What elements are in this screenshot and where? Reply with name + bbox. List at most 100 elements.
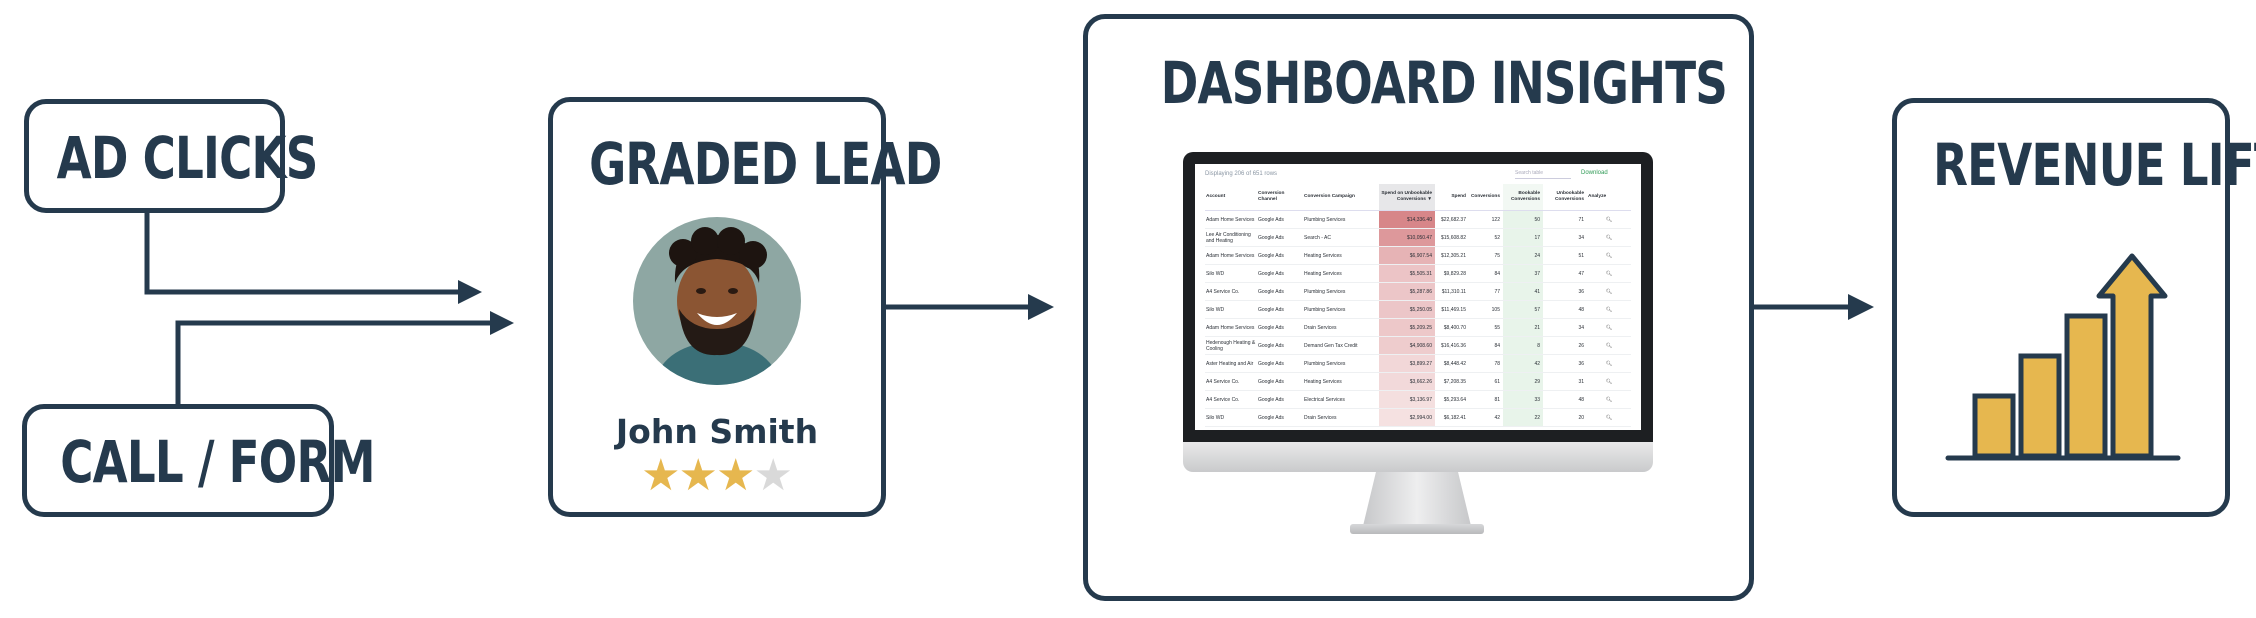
dashboard-insights-title: DASHBOARD INSIGHTS <box>1160 49 1728 117</box>
table-cell: Hedenough Heating & Cooling <box>1205 336 1257 355</box>
table-cell: Google Ads <box>1257 318 1303 337</box>
table-header-cell[interactable]: Spend on Unbookable Conversions ▼ <box>1379 184 1435 211</box>
table-cell: $6,182.41 <box>1435 408 1469 427</box>
arrowhead <box>458 280 482 304</box>
analyze-icon[interactable]: 🔍︎ <box>1587 300 1631 319</box>
table-cell: 41 <box>1503 282 1543 301</box>
table-cell: 8 <box>1503 336 1543 355</box>
table-cell: Google Ads <box>1257 282 1303 301</box>
table-cell: Plumbing Services <box>1303 354 1379 373</box>
graded-lead-node: GRADED LEAD John Smith ★★★★ <box>548 97 942 517</box>
table-cell: 75 <box>1469 246 1503 265</box>
table-cell: Heating Services <box>1303 264 1379 283</box>
analyze-icon[interactable]: 🔍︎ <box>1587 210 1631 229</box>
table-cell: 78 <box>1469 354 1503 373</box>
download-button[interactable]: Download <box>1581 170 1608 176</box>
table-cell: $5,287.86 <box>1379 282 1435 301</box>
table-cell: $5,209.25 <box>1379 318 1435 337</box>
table-cell: Silo WD <box>1205 264 1257 283</box>
table-cell: $3,899.27 <box>1379 354 1435 373</box>
revenue-bar <box>2064 313 2108 459</box>
table-cell: 42 <box>1469 408 1503 427</box>
call-form-label: CALL / FORM <box>60 428 375 496</box>
table-cell: 31 <box>1543 372 1587 391</box>
revenue-chart-icon <box>1945 253 2181 461</box>
table-cell: $7,208.35 <box>1435 372 1469 391</box>
table-cell: 48 <box>1543 300 1587 319</box>
table-cell: Search - AC <box>1303 228 1379 247</box>
table-cell: Drain Services <box>1303 408 1379 427</box>
table-cell: 26 <box>1543 336 1587 355</box>
table-cell: $8,448.42 <box>1435 354 1469 373</box>
table-cell: Electrical Services <box>1303 390 1379 409</box>
search-input[interactable]: Search table <box>1515 169 1571 179</box>
star-empty-icon: ★ <box>753 451 793 500</box>
table-cell: 105 <box>1469 300 1503 319</box>
table-cell: 37 <box>1503 264 1543 283</box>
table-cell: Google Ads <box>1257 246 1303 265</box>
table-cell: Google Ads <box>1257 300 1303 319</box>
table-toolbar: Displaying 206 of 651 rows Search table … <box>1195 164 1641 184</box>
table-cell: $3,662.26 <box>1379 372 1435 391</box>
table-cell: 34 <box>1543 318 1587 337</box>
table-header-cell: Conversions <box>1469 184 1503 211</box>
row-count-text: Displaying 206 of 651 rows <box>1205 171 1278 177</box>
monitor-screen: Displaying 206 of 651 rows Search table … <box>1195 164 1641 430</box>
analyze-icon[interactable]: 🔍︎ <box>1587 390 1631 409</box>
analyze-icon[interactable]: 🔍︎ <box>1587 372 1631 391</box>
table-cell: Plumbing Services <box>1303 282 1379 301</box>
arrowhead <box>490 311 514 335</box>
analyze-icon[interactable]: 🔍︎ <box>1587 336 1631 355</box>
call-form-connector <box>175 320 494 404</box>
table-cell: $11,469.15 <box>1435 300 1469 319</box>
analyze-icon[interactable]: 🔍︎ <box>1587 264 1631 283</box>
table-cell: Google Ads <box>1257 336 1303 355</box>
monitor-stand <box>1363 472 1471 526</box>
table-cell: $14,336.40 <box>1379 210 1435 229</box>
table-cell: 122 <box>1469 210 1503 229</box>
ad-clicks-label: AD CLICKS <box>56 124 319 192</box>
analyze-icon[interactable]: 🔍︎ <box>1587 354 1631 373</box>
table-cell: 42 <box>1503 354 1543 373</box>
table-cell: Plumbing Services <box>1303 210 1379 229</box>
table-cell: $3,136.97 <box>1379 390 1435 409</box>
table-cell: Google Ads <box>1257 354 1303 373</box>
table-cell: Google Ads <box>1257 390 1303 409</box>
table-cell: 71 <box>1543 210 1587 229</box>
table-cell: Adam Home Services <box>1205 318 1257 337</box>
table-header-cell: Conversion Channel <box>1257 184 1303 211</box>
table-cell: $6,907.54 <box>1379 246 1435 265</box>
table-cell: 84 <box>1469 264 1503 283</box>
lead-name: John Smith <box>615 412 819 451</box>
table-cell: 55 <box>1469 318 1503 337</box>
call-form-node: CALL / FORM <box>22 404 376 517</box>
analyze-icon[interactable]: 🔍︎ <box>1587 318 1631 337</box>
table-cell: $15,608.82 <box>1435 228 1469 247</box>
table-cell: A4 Service Co. <box>1205 390 1257 409</box>
ad-clicks-node: AD CLICKS <box>24 99 319 213</box>
analyze-icon[interactable]: 🔍︎ <box>1587 282 1631 301</box>
analyze-icon[interactable]: 🔍︎ <box>1587 246 1631 265</box>
table-cell: Google Ads <box>1257 372 1303 391</box>
table-cell: 29 <box>1503 372 1543 391</box>
arrowhead <box>1028 294 1054 320</box>
table-cell: A4 Service Co. <box>1205 372 1257 391</box>
revenue-bar <box>1972 393 2016 459</box>
table-cell: 34 <box>1543 228 1587 247</box>
analyze-icon[interactable]: 🔍︎ <box>1587 408 1631 427</box>
graded-lead-title: GRADED LEAD <box>589 130 942 198</box>
analyze-icon[interactable]: 🔍︎ <box>1587 228 1631 247</box>
table-cell: Heating Services <box>1303 246 1379 265</box>
star-rating: ★★★★ <box>553 454 881 498</box>
table-cell: $5,293.64 <box>1435 390 1469 409</box>
table-cell: Adam Home Services <box>1205 246 1257 265</box>
table-cell: 61 <box>1469 372 1503 391</box>
table-header-cell: Analyze <box>1587 184 1631 211</box>
